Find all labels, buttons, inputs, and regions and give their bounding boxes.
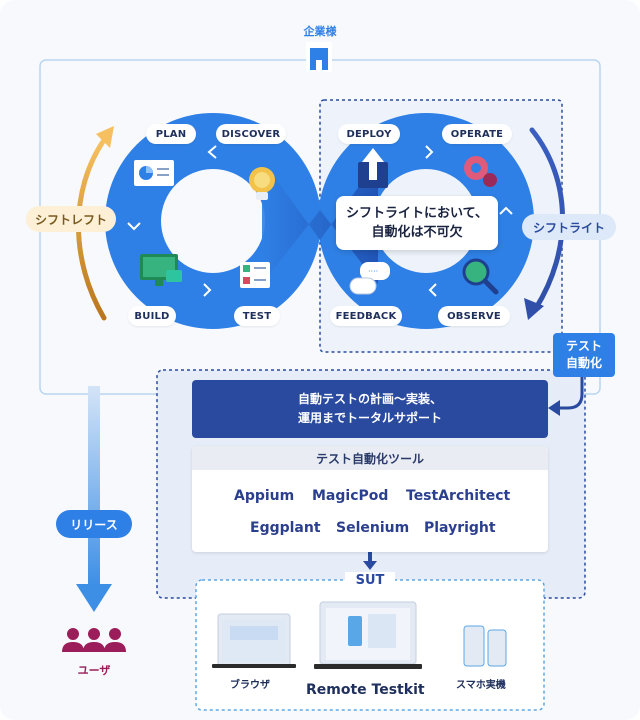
test-automation-badge: テスト 自動化 [553, 333, 615, 377]
phase-test: TEST [234, 306, 280, 326]
callout-line1: シフトライトにおいて、 [346, 206, 488, 221]
support-line2: 運用までトータルサポート [297, 411, 442, 425]
monitor-icon [140, 254, 182, 286]
phase-deploy: DEPLOY [338, 124, 400, 144]
enterprise-label: 企業様 [303, 25, 337, 38]
release-arrow-shaft [88, 386, 100, 586]
tool-testarchitect: TestArchitect [406, 488, 511, 504]
shift-left-label: シフトレフト [26, 206, 116, 232]
remote-testkit-label: Remote Testkit [306, 682, 425, 698]
plan-icon [134, 160, 174, 186]
phase-feedback: FEEDBACK [330, 306, 402, 326]
total-support-box: 自動テストの計画〜実装、 運用までトータルサポート [192, 380, 548, 438]
loop-chevrons [127, 145, 513, 297]
browser-label: ブラウザ [230, 680, 270, 691]
shift-right-callout: シフトライトにおいて、 自動化は不可欠 [336, 196, 498, 250]
tool-playright: Playright [424, 520, 496, 536]
magnifier-icon [462, 258, 499, 295]
svg-text:····: ···· [368, 267, 378, 276]
deploy-icon [358, 148, 388, 188]
release-label: リリース [56, 510, 132, 538]
phase-observe: OBSERVE [438, 306, 510, 326]
test-feed-arrow [556, 374, 584, 410]
phase-operate: OPERATE [442, 124, 512, 144]
browser-device [212, 613, 296, 668]
tool-magicpod: MagicPod [312, 488, 389, 504]
user-label: ユーザ [77, 664, 111, 677]
phase-build: BUILD [128, 306, 176, 326]
phase-plan: PLAN [146, 124, 196, 144]
chat-icon: ···· [349, 262, 390, 295]
tool-eggplant: Eggplant [250, 520, 321, 536]
callout-line2: 自動化は不可欠 [371, 225, 463, 240]
sut-label: SUT [345, 572, 395, 590]
shift-right-label: シフトライト [522, 214, 616, 240]
lightbulb-icon [249, 167, 275, 200]
users-icon [62, 628, 126, 652]
smartphone-devices [463, 625, 507, 667]
tool-appium: Appium [234, 488, 295, 504]
smartphone-label: スマホ実機 [456, 680, 506, 691]
tool-selenium: Selenium [336, 520, 410, 536]
support-line1: 自動テストの計画〜実装、 [297, 392, 442, 406]
tools-header: テスト自動化ツール [192, 446, 548, 470]
test-automation-line2: 自動化 [565, 356, 602, 370]
gear-icon [464, 156, 497, 187]
building-icon [306, 42, 332, 72]
remote-testkit-device [314, 601, 422, 669]
automation-tools-box: テスト自動化ツール Appium MagicPod TestArchitect … [192, 446, 548, 552]
test-automation-line1: テスト [565, 339, 602, 353]
phase-discover: DISCOVER [216, 124, 286, 144]
checklist-icon [240, 262, 270, 288]
